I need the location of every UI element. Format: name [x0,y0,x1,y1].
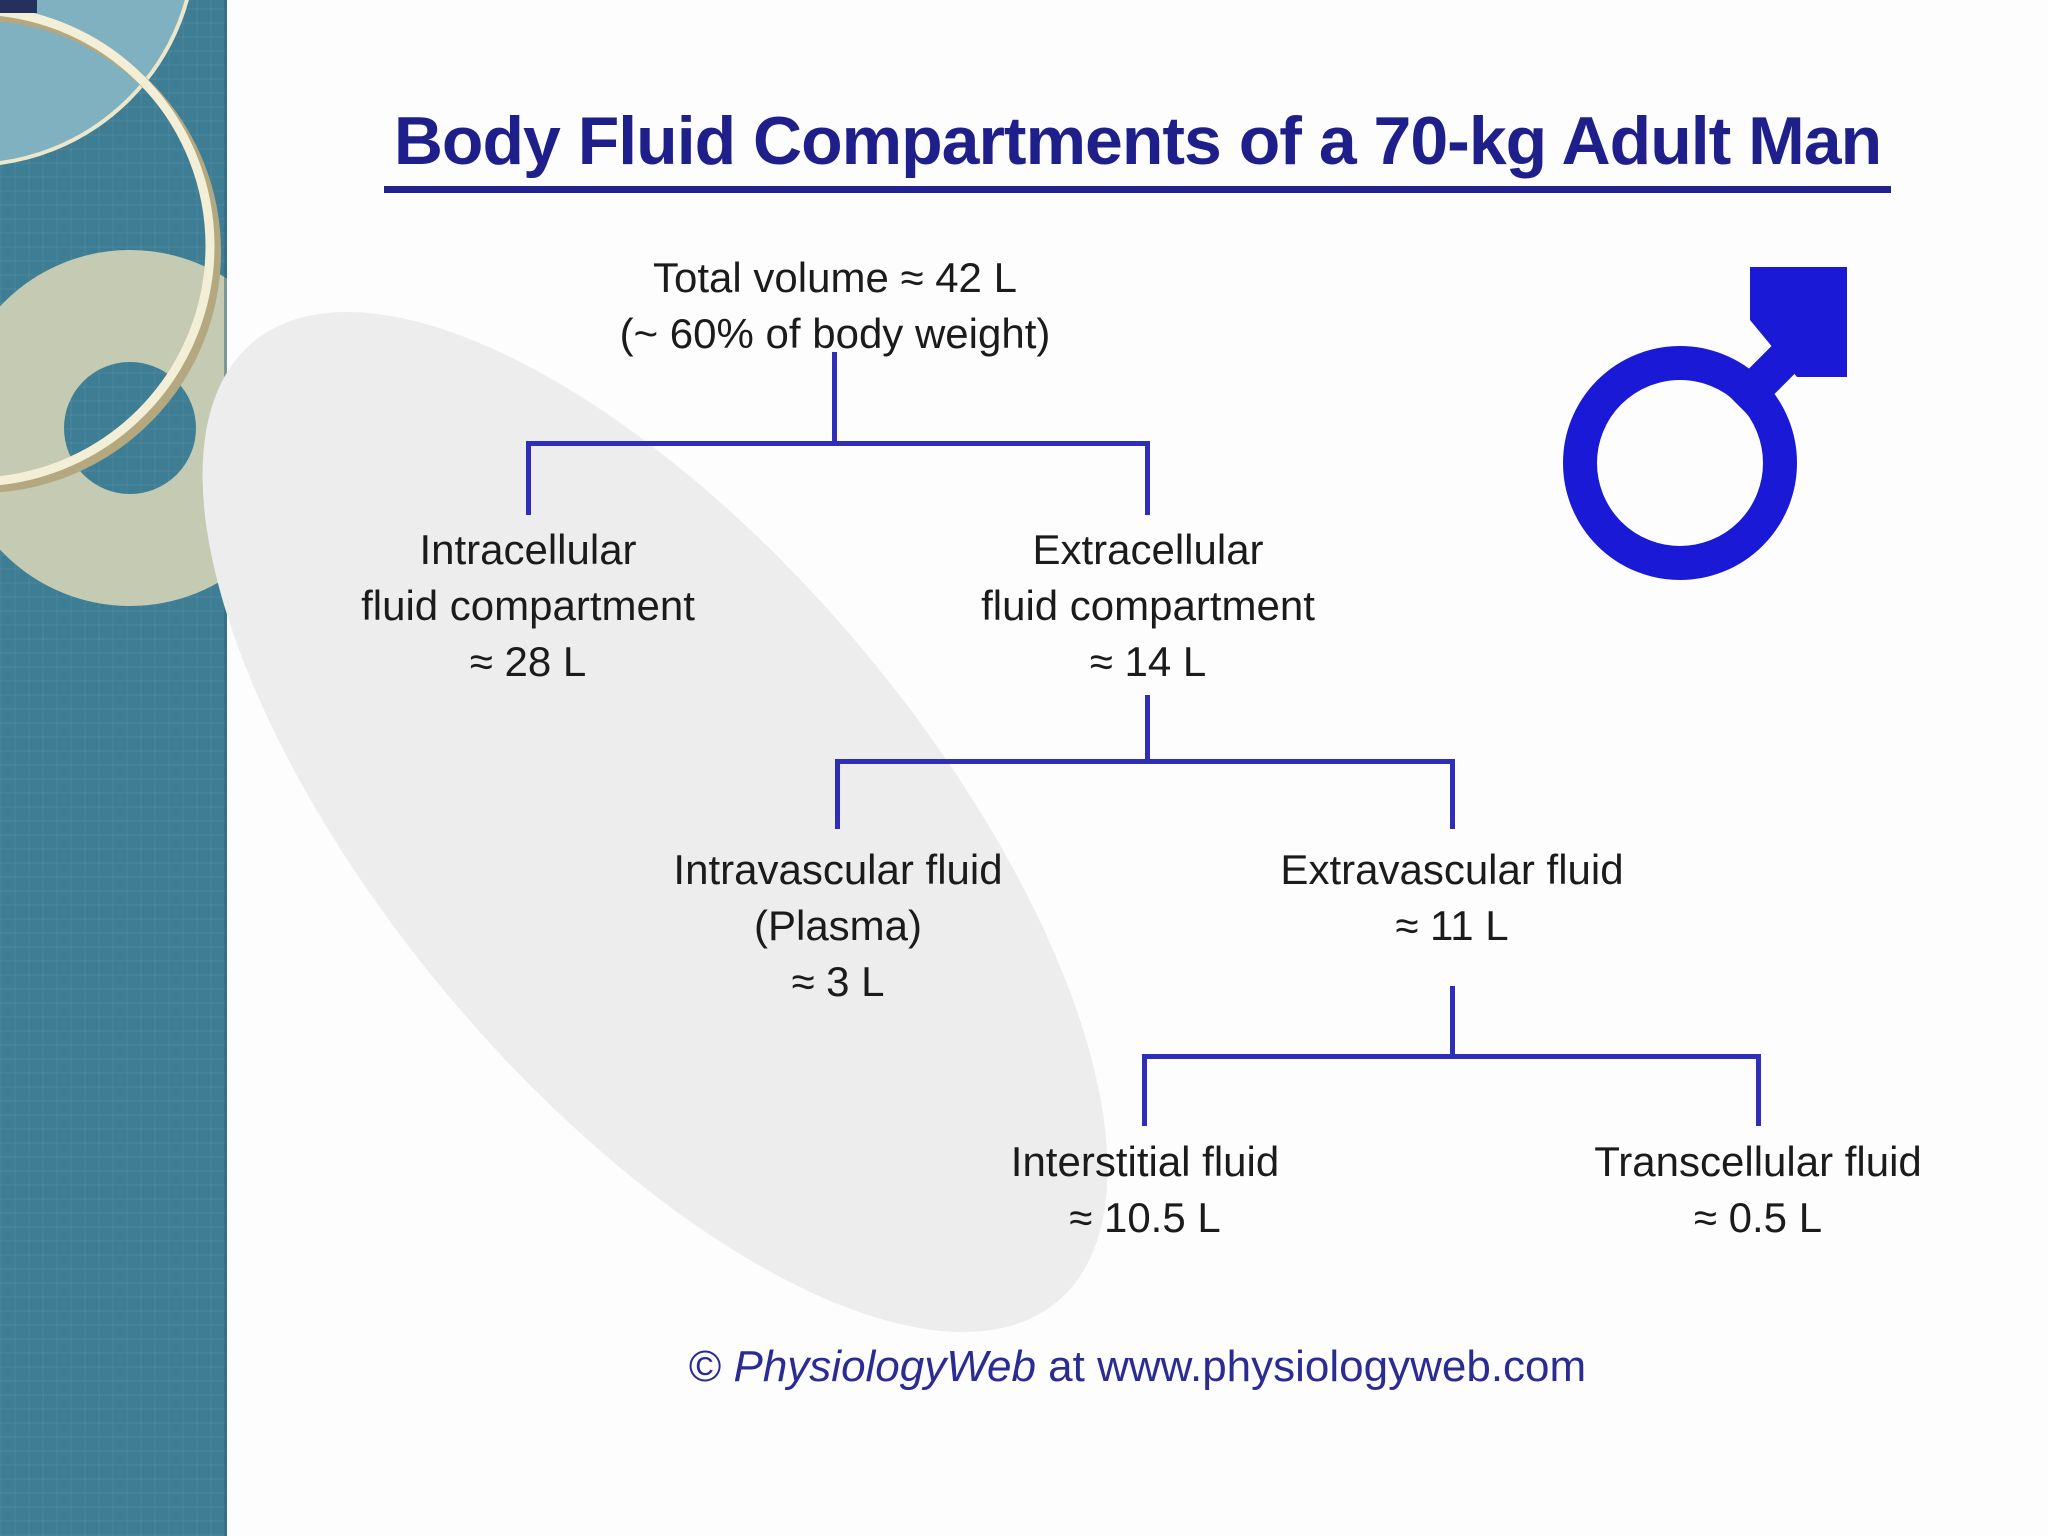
node-label-line: Intracellular [419,526,637,573]
node-label-line: ≈ 11 L [1395,902,1509,949]
node-label-line: Interstitial fluid [1010,1138,1280,1185]
connector-level1-bar [526,441,1150,446]
node-label-line: (Plasma) [753,902,923,949]
ring-shadow-shape [0,11,221,493]
node-intravascular: Intravascular fluid (Plasma) ≈ 3 L [673,842,1002,1010]
node-transcellular: Transcellular fluid ≈ 0.5 L [1594,1134,1922,1246]
node-interstitial: Interstitial fluid ≈ 10.5 L [1011,1134,1279,1246]
node-label-line: ≈ 3 L [791,958,885,1005]
connector-intravascular-drop [835,759,840,829]
title-area: Body Fluid Compartments of a 70-kg Adult… [227,105,2048,194]
connector-level2-bar [835,759,1455,764]
connector-total-stem [832,352,837,445]
node-label-line: fluid compartment [361,582,695,629]
connector-transcellular-drop [1756,1054,1761,1126]
connector-extravascular-drop [1450,759,1455,829]
node-extracellular: Extracellular fluid compartment ≈ 14 L [981,522,1315,690]
male-symbol-icon [1563,267,1847,580]
connector-extracellular-drop [1145,441,1150,515]
quarter-disc-shape [0,0,189,165]
connector-level3-bar [1142,1054,1758,1059]
node-label-line: fluid compartment [981,582,1315,629]
node-label-line: ≈ 0.5 L [1693,1194,1823,1241]
node-label-line: ≈ 14 L [1089,638,1207,685]
node-label-line: Extracellular [1032,526,1264,573]
node-label-line: (~ 60% of body weight) [619,310,1051,357]
sidebar-edge-divider [224,0,227,1536]
sidebar-decoration [0,0,308,1536]
node-label-line: Extravascular fluid [1280,846,1624,893]
node-extravascular: Extravascular fluid ≈ 11 L [1280,842,1623,954]
page-title: Body Fluid Compartments of a 70-kg Adult… [383,105,1892,194]
connector-extravascular-stem [1450,986,1455,1058]
connector-interstitial-drop [1142,1054,1147,1126]
node-label-line: Intravascular fluid [673,846,1003,893]
node-total-volume: Total volume ≈ 42 L (~ 60% of body weigh… [620,250,1051,362]
brand-name: PhysiologyWeb [733,1342,1036,1391]
copyright-credit: © PhysiologyWeb at www.physiologyweb.com [227,1342,2048,1392]
thin-ring-shape [0,6,215,486]
corner-accent-shape [0,0,37,13]
background-ellipse [45,168,1265,1476]
sidebar-circles-graphic [0,0,308,606]
node-label-line: Transcellular fluid [1594,1138,1922,1185]
copyright-symbol: © [688,1342,734,1391]
connector-intracellular-drop [526,441,531,515]
node-label-line: ≈ 10.5 L [1069,1194,1221,1241]
node-label-line: Total volume ≈ 42 L [653,254,1017,301]
node-label-line: ≈ 28 L [469,638,587,685]
node-intracellular: Intracellular fluid compartment ≈ 28 L [361,522,695,690]
credit-url-text: at www.physiologyweb.com [1035,1342,1587,1391]
connector-extracellular-stem [1145,695,1150,763]
